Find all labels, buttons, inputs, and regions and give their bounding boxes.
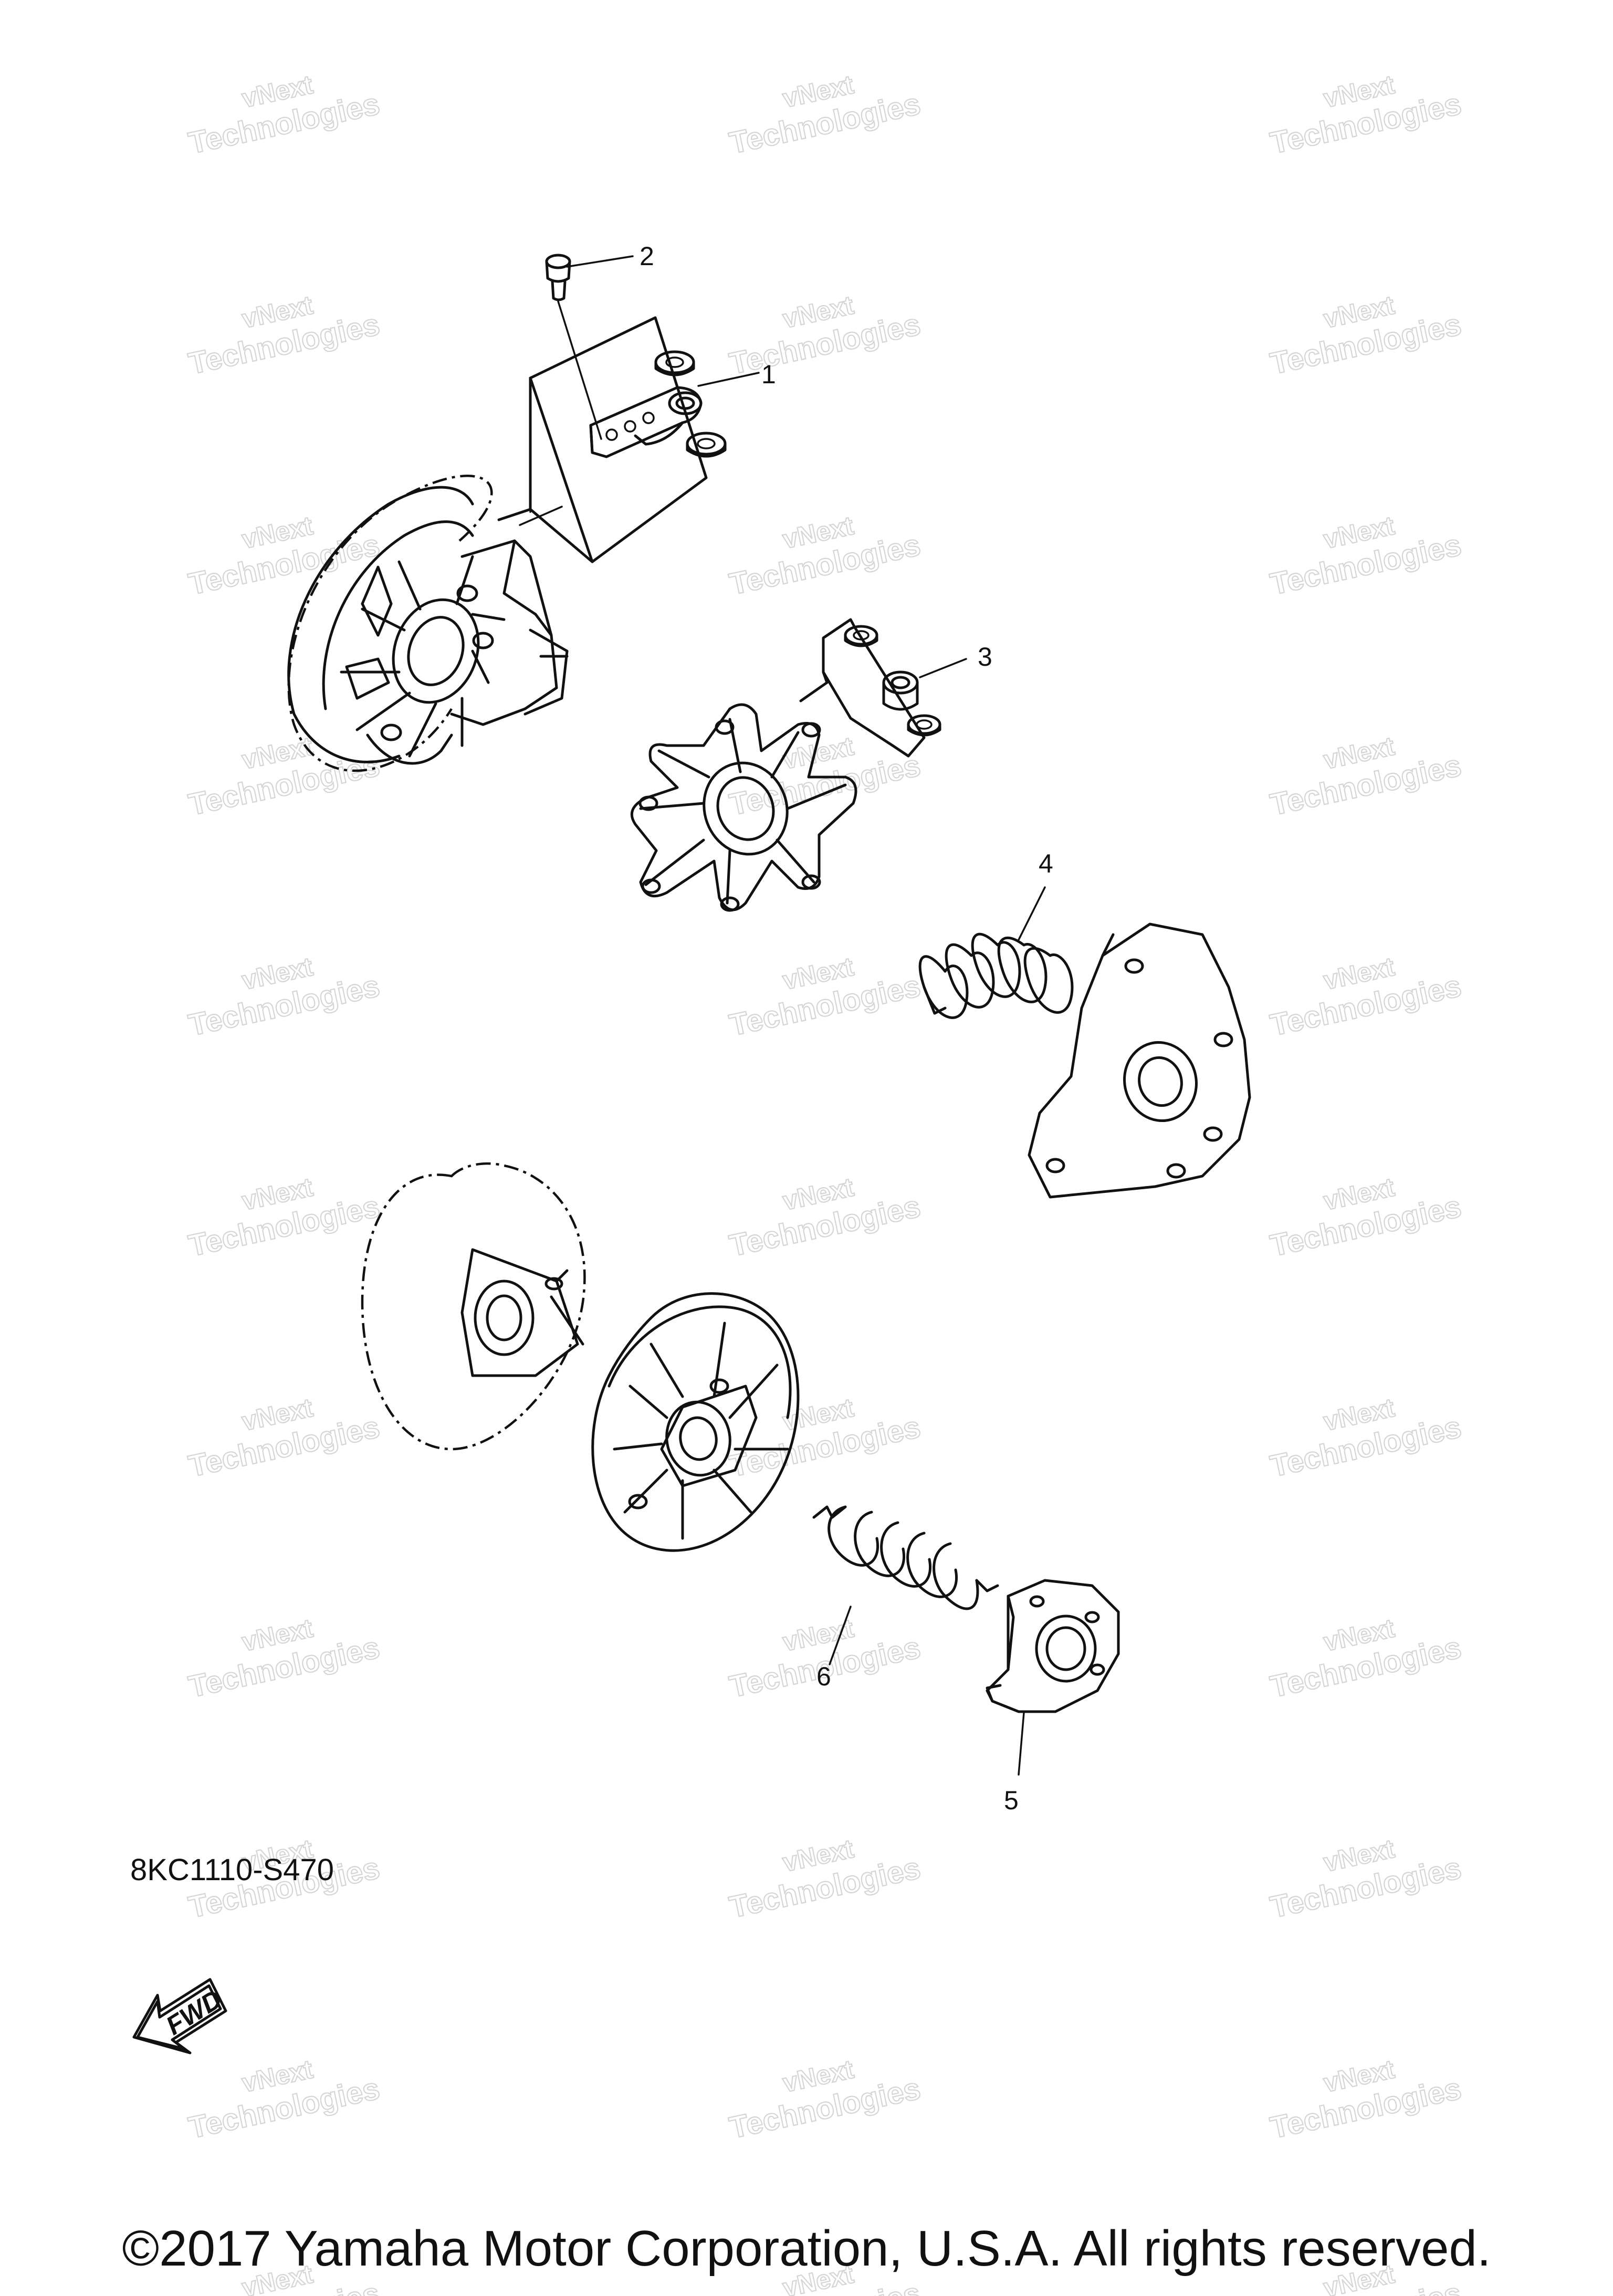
diagram-code: 8KC1110-S470 [130,1853,334,1887]
part-bushing-assembly [799,618,941,758]
part-bolt [545,254,602,440]
callout-2-label: 2 [640,242,654,271]
part-spring-6 [812,1505,999,1665]
callout-6-label: 6 [816,1662,831,1691]
part-cam [986,1579,1120,1776]
part-spring-4 [918,886,1074,1019]
part-arm-assembly [497,316,727,563]
callout-5-label: 5 [1004,1786,1019,1815]
part-secondary-fixed-sheave [361,1162,586,1451]
callout-leaders [566,255,967,678]
callout-3-label: 3 [978,642,992,672]
part-primary-sheave [287,475,569,772]
callout-4-label: 4 [1039,849,1053,878]
part-secondary-sliding-sheave [591,1292,800,1552]
callout-1-label: 1 [761,360,776,389]
copyright-notice: ©2017 Yamaha Motor Corporation, U.S.A. A… [122,2220,1491,2277]
fwd-arrow-icon: FWD [132,1978,227,2054]
part-spider [630,703,857,912]
part-cover-plate [1028,922,1251,1199]
